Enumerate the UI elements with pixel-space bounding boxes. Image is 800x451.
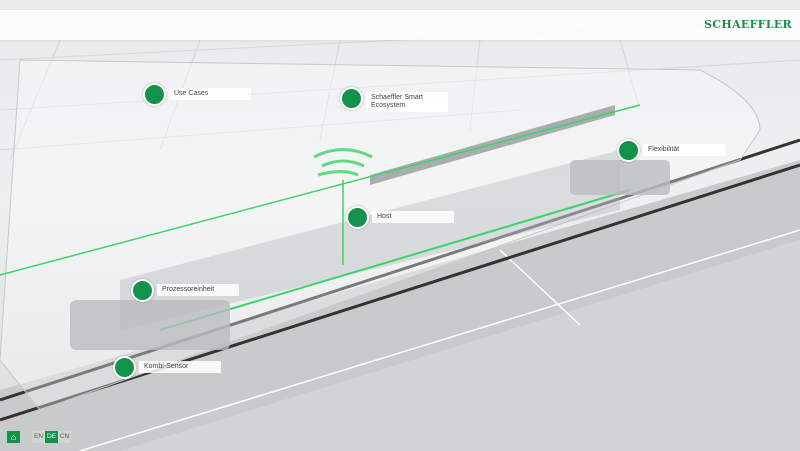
hotspot-dot[interactable] [131, 279, 154, 302]
hotspot-dot[interactable] [143, 83, 166, 106]
hotspot-host[interactable]: Host [346, 206, 454, 229]
hotspot-label[interactable]: Kombi-Sensor [139, 361, 221, 373]
hotspot-ecosystem[interactable]: Schaeffler Smart Ecosystem [340, 87, 448, 112]
hotspot-use-cases[interactable]: Use Cases [143, 83, 251, 106]
header-bar: SCHAEFFLER [0, 10, 800, 40]
hotspot-label[interactable]: Host [372, 211, 454, 223]
hotspot-label[interactable]: Flexibilität [643, 144, 725, 156]
schaeffler-logo: SCHAEFFLER [704, 18, 792, 31]
home-button[interactable]: ⌂ [7, 431, 20, 443]
hotspot-label[interactable]: Prozessoreinheit [157, 284, 239, 296]
hotspot-label[interactable]: Use Cases [169, 88, 251, 100]
lang-en[interactable]: EN [33, 433, 44, 440]
hotspot-dot[interactable] [346, 206, 369, 229]
hotspot-dot[interactable] [617, 139, 640, 162]
hotspot-label[interactable]: Schaeffler Smart Ecosystem [366, 92, 448, 112]
hotspot-sensor[interactable]: Kombi-Sensor [113, 356, 221, 379]
lang-de[interactable]: DE [45, 431, 58, 443]
hotspot-processor[interactable]: Prozessoreinheit [131, 279, 239, 302]
hotspot-flexibility[interactable]: Flexibilität [617, 139, 725, 162]
lang-cn[interactable]: CN [59, 433, 70, 440]
language-switcher: EN DE CN [32, 431, 71, 443]
hotspot-dot[interactable] [340, 87, 363, 110]
hotspot-dot[interactable] [113, 356, 136, 379]
home-icon: ⌂ [10, 432, 17, 442]
